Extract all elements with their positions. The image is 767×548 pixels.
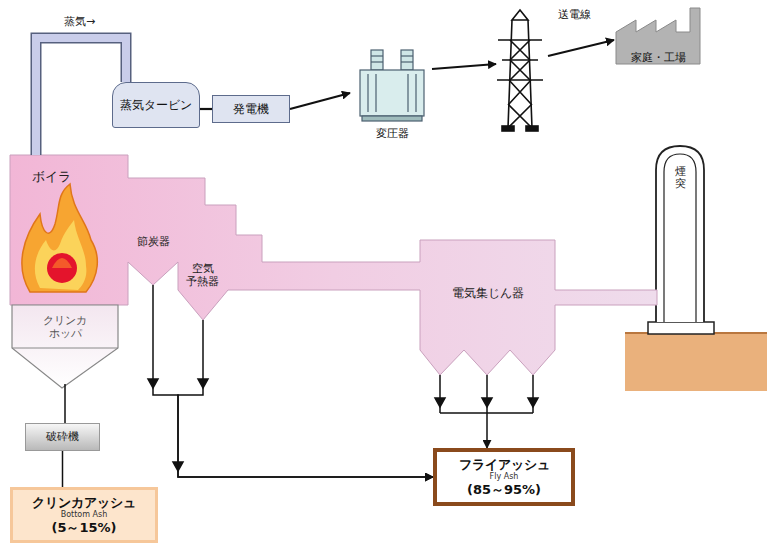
- node-label: クリンカアッシュ: [32, 495, 136, 511]
- illustration-part: [52, 258, 72, 268]
- node-label: ボイラ: [32, 169, 71, 185]
- node-label: 変圧器: [376, 127, 409, 140]
- illustration-part: [371, 50, 383, 70]
- illustration-part: [435, 398, 445, 407]
- illustration-part: [360, 70, 424, 116]
- node-sublabel: Bottom Ash: [61, 510, 108, 520]
- economizer: 節炭器: [130, 205, 176, 285]
- illustration-part: [508, 20, 532, 128]
- illustration-part: [512, 10, 528, 20]
- illustration-part: [497, 40, 543, 80]
- node-label: フライアッシュ: [459, 457, 550, 473]
- flow-arrow: [432, 64, 496, 69]
- transmission-tower: 送電線: [492, 6, 548, 132]
- connector-line: [153, 285, 433, 477]
- illustration-part: [625, 333, 767, 391]
- illustration-part: [401, 61, 413, 62]
- illustration-part: [528, 398, 538, 407]
- node-label: 電気集じん器: [452, 286, 524, 300]
- illustration-part: [415, 74, 416, 112]
- illustration-part: [648, 322, 714, 334]
- node-sublabel: Fly Ash: [490, 472, 519, 482]
- air-preheater: 空気 予熱器: [178, 258, 228, 320]
- edge-label: 蒸気→: [62, 14, 97, 29]
- fly-ash-box: フライアッシュFly Ash(85～95%): [433, 448, 575, 506]
- node-sublabel: (5～15%): [51, 520, 116, 536]
- node-label: 節炭器: [137, 235, 170, 248]
- connector-line: [178, 320, 433, 477]
- illustration-part: [367, 74, 368, 112]
- illustration-part: [371, 55, 383, 56]
- electrostatic-precipitator: 電気集じん器: [420, 240, 555, 375]
- flow-arrow: [290, 93, 350, 109]
- clinker-hopper: [12, 305, 118, 388]
- flow-arrow: [178, 320, 433, 477]
- node-label: 発電機: [233, 102, 269, 116]
- connector-line: [548, 40, 614, 56]
- flow-arrow: [65, 384, 66, 423]
- connector-line: [290, 93, 350, 109]
- illustration-part: [502, 126, 514, 131]
- flow-arrow: [62, 451, 63, 487]
- node-label: 蒸気タービン: [120, 98, 192, 112]
- illustration-part: [375, 74, 376, 112]
- node-sublabel: (85～95%): [467, 482, 541, 498]
- node-label: 煙突: [675, 166, 686, 190]
- crusher: 破砕機: [25, 423, 100, 451]
- illustration-part: [371, 61, 383, 62]
- illustration-part: [401, 50, 413, 70]
- connector-line: [200, 108, 212, 110]
- boiler-flame: [22, 184, 97, 292]
- illustration-part: [664, 154, 696, 322]
- illustration-part: [362, 116, 422, 121]
- illustration-part: [508, 40, 532, 128]
- illustration-part: [35, 220, 87, 290]
- illustration-part: [407, 74, 408, 112]
- illustration-part: [12, 305, 118, 388]
- illustration-part: [22, 184, 97, 292]
- chimney: 煙突: [664, 154, 696, 322]
- boiler: ボイラ: [10, 155, 128, 305]
- clinker-hopper-label: クリンカ ホッパ: [12, 306, 118, 348]
- flow-arrow: [200, 109, 212, 110]
- turbine-box: 蒸気タービン: [112, 82, 200, 128]
- connector-line: [64, 384, 66, 423]
- flow-arrow: [153, 285, 433, 477]
- node-label: 空気 予熱器: [185, 262, 221, 288]
- factory-icon: [616, 8, 700, 64]
- ground: [625, 333, 767, 391]
- transformer-icon: [360, 50, 424, 121]
- bottom-ash-box: クリンカアッシュBottom Ash(5～15%): [10, 487, 158, 543]
- illustration-part: [12, 348, 118, 349]
- connector-line: [432, 64, 496, 69]
- connector-line: [486, 375, 488, 448]
- illustration-part: [401, 55, 413, 56]
- illustration-part: [47, 253, 77, 283]
- home-factory: 家庭・工場: [612, 6, 704, 66]
- flow-arrow: [548, 40, 614, 56]
- node-label: 破砕機: [46, 430, 79, 443]
- illustration-part: [526, 126, 538, 131]
- illustration-part: [656, 146, 704, 322]
- illustration-part: [616, 8, 700, 64]
- generator-box: 発電機: [212, 95, 290, 123]
- connector-line: [62, 451, 64, 487]
- node-label: クリンカ ホッパ: [38, 314, 93, 340]
- node-label: 家庭・工場: [631, 51, 686, 64]
- flow-arrow: [487, 375, 488, 448]
- chimney: [648, 146, 714, 334]
- node-label: 送電線: [558, 8, 591, 21]
- tower-icon: [497, 10, 543, 131]
- transformer: 変圧器: [352, 45, 432, 141]
